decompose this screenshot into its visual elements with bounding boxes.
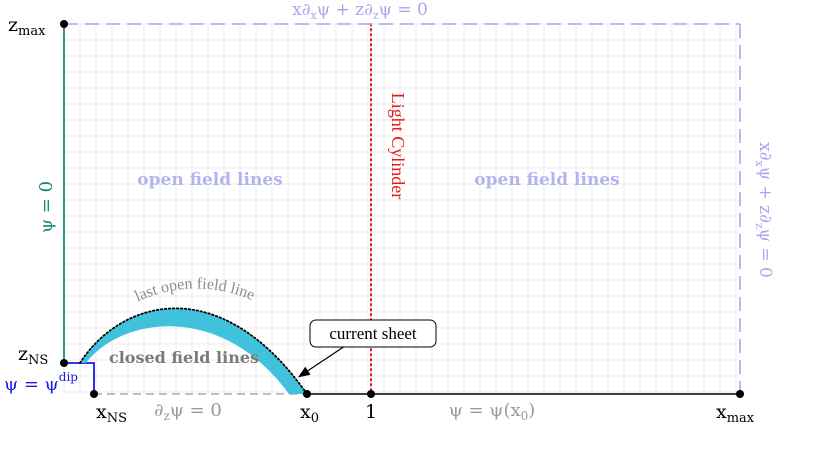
- psi-dip-label: ψ = ψdip: [4, 370, 78, 395]
- left-axis-label-group: ψ = 0: [36, 181, 57, 233]
- point-x0: [303, 390, 311, 398]
- point-zmax: [60, 20, 68, 28]
- key-points: [60, 20, 744, 398]
- light-cylinder-label-group: Light Cylinder: [388, 93, 408, 200]
- open-field-lines-left: open field lines: [137, 170, 282, 190]
- xns-label: xNS: [96, 401, 127, 426]
- x0-label: x0: [300, 401, 319, 426]
- one-label: 1: [365, 401, 377, 423]
- right-boundary-label-group: x∂xψ + z∂zψ = 0: [753, 142, 775, 278]
- bottom-left-eq-label: ∂zψ = 0: [154, 400, 222, 423]
- point-xmax: [736, 390, 744, 398]
- current-sheet-band: [80, 308, 307, 394]
- point-zns: [60, 359, 68, 367]
- right-boundary-label: x∂xψ + z∂zψ = 0: [753, 142, 775, 278]
- light-cylinder-label: Light Cylinder: [388, 93, 408, 200]
- bottom-right-eq-label: ψ = ψ(x0): [449, 400, 536, 423]
- top-boundary-label: x∂xψ + z∂zψ = 0: [292, 0, 428, 22]
- last-open-field-line: [79, 307, 308, 395]
- star-surface-corner: [64, 362, 95, 394]
- left-axis-label: ψ = 0: [36, 181, 57, 233]
- zmax-label: zmax: [8, 14, 46, 39]
- point-xns: [90, 390, 98, 398]
- xmax-label: xmax: [716, 401, 755, 426]
- closed-field-lines-label: closed field lines: [109, 348, 259, 367]
- current-sheet-label: current sheet: [329, 324, 417, 343]
- open-field-lines-right: open field lines: [474, 170, 619, 190]
- current-sheet-arrow: [298, 345, 346, 378]
- current-sheet-box: [309, 319, 437, 348]
- point-one: [367, 390, 375, 398]
- zns-label: zNS: [18, 343, 48, 368]
